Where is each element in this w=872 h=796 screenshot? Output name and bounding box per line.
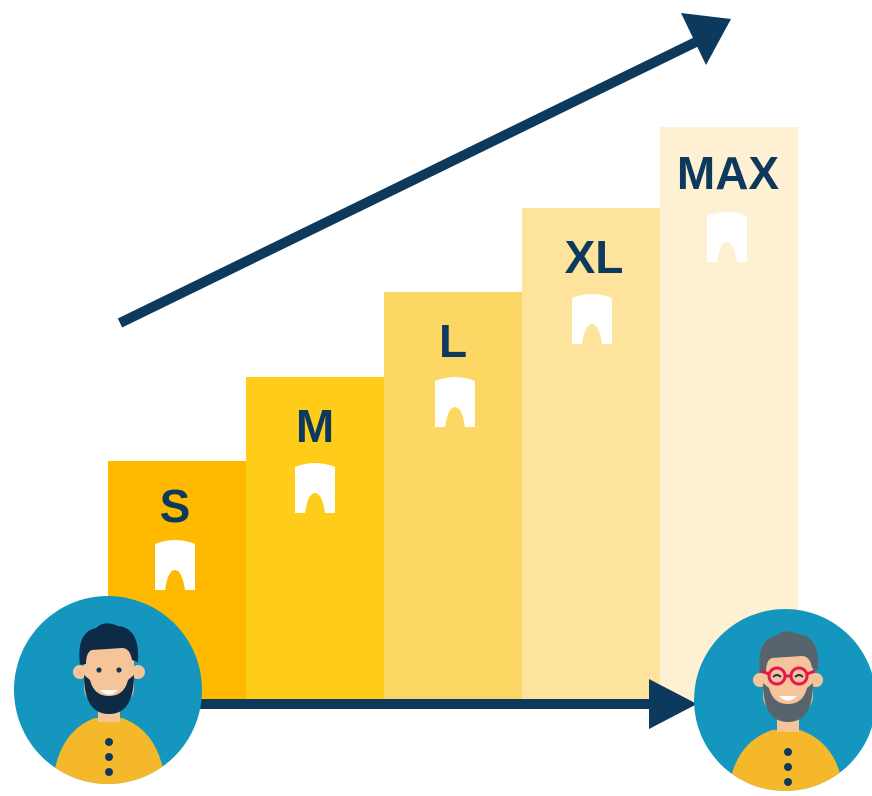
size-steps <box>108 127 798 701</box>
ear <box>131 665 145 679</box>
growth-arrow-shaft <box>117 35 703 328</box>
step-label-xl: XL <box>565 231 624 283</box>
step-bar-l <box>384 292 522 701</box>
tooth-icon <box>155 540 195 590</box>
beard <box>84 675 134 714</box>
step-bar-m <box>246 377 384 701</box>
shirt-button <box>784 778 792 786</box>
tooth-icon <box>707 212 747 262</box>
eye <box>794 674 804 678</box>
eye <box>96 667 102 673</box>
face <box>763 648 813 714</box>
shirt-button <box>105 753 113 761</box>
size-labels: S M L XL MAX <box>160 147 780 532</box>
glasses-icon <box>760 666 816 686</box>
shirt <box>728 730 844 791</box>
tooth-icon <box>435 377 475 427</box>
growth-arrow-head <box>681 13 731 65</box>
ear <box>73 665 87 679</box>
shirt-button <box>105 768 113 776</box>
shirt-button <box>105 738 113 746</box>
mouth <box>779 696 797 701</box>
shirt-button <box>784 763 792 771</box>
face <box>84 640 134 706</box>
tooth-icon <box>295 463 335 513</box>
man-with-beard-avatar <box>14 596 202 784</box>
tooth-icons <box>155 212 747 590</box>
time-arrow-head <box>649 679 697 729</box>
tooth-icon <box>572 294 612 344</box>
step-label-m: M <box>296 400 334 452</box>
eye <box>772 674 782 678</box>
shirt-button <box>784 748 792 756</box>
eye <box>116 667 122 673</box>
older-man-with-glasses-avatar <box>694 609 872 791</box>
step-label-l: L <box>439 315 467 367</box>
mouth <box>100 690 118 695</box>
growth-arrow <box>117 13 731 328</box>
hair <box>79 623 139 665</box>
step-bar-xl <box>522 208 660 701</box>
hair <box>759 631 819 673</box>
step-label-max: MAX <box>677 147 780 199</box>
beard <box>763 683 813 722</box>
step-label-s: S <box>160 480 191 532</box>
time-arrow <box>195 679 697 729</box>
